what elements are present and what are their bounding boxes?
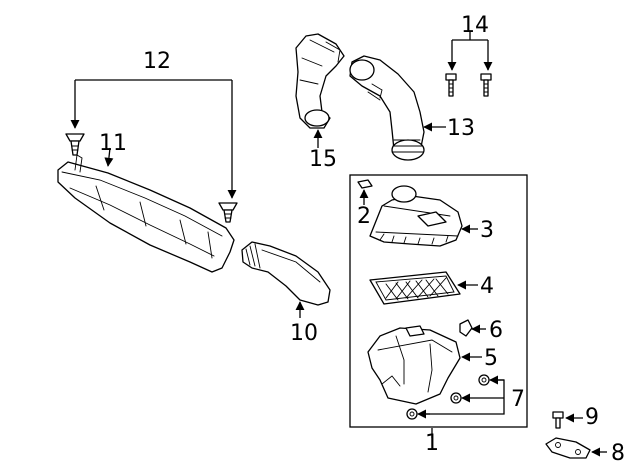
upper-hose-part-15 xyxy=(295,33,345,129)
callout-2: 2 xyxy=(357,204,371,229)
bracket-part-6 xyxy=(459,319,473,337)
grommet-part-7-c xyxy=(406,408,418,420)
callout-4: 4 xyxy=(480,274,494,299)
callout-1: 1 xyxy=(425,431,439,456)
callout-7: 7 xyxy=(511,387,525,412)
push-pin-part-12-left xyxy=(65,133,85,156)
leader-lines xyxy=(70,32,607,457)
inlet-duct-part-11 xyxy=(57,154,235,273)
filter-element-part-4 xyxy=(369,271,461,305)
callout-10: 10 xyxy=(290,321,318,346)
callout-8: 8 xyxy=(611,441,625,466)
bolt-part-9 xyxy=(552,411,564,429)
push-pin-part-12-right xyxy=(218,202,238,223)
callout-3: 3 xyxy=(480,218,494,243)
cleaner-cover-part-3 xyxy=(369,185,463,247)
callout-labels: 1 2 3 4 5 6 7 8 9 10 11 12 13 14 15 xyxy=(99,13,625,466)
callout-11: 11 xyxy=(99,131,127,156)
callout-13: 13 xyxy=(447,116,475,141)
outlet-hose-part-13 xyxy=(349,55,425,161)
callout-5: 5 xyxy=(484,346,498,371)
grommet-part-7-b xyxy=(450,392,462,404)
callout-12: 12 xyxy=(143,49,171,74)
clip-part-2 xyxy=(357,179,373,189)
grommet-part-7-a xyxy=(478,374,490,386)
callout-14: 14 xyxy=(461,13,489,38)
bolt-part-14-left xyxy=(445,73,457,97)
bracket-plate-part-8 xyxy=(545,437,591,459)
assembly-group-box xyxy=(349,174,528,428)
callout-6: 6 xyxy=(489,318,503,343)
callout-15: 15 xyxy=(309,147,337,172)
lower-housing-part-5 xyxy=(367,325,461,405)
bolt-part-14-right xyxy=(480,73,492,97)
callout-9: 9 xyxy=(585,405,599,430)
duct-hose-part-10 xyxy=(241,241,331,306)
